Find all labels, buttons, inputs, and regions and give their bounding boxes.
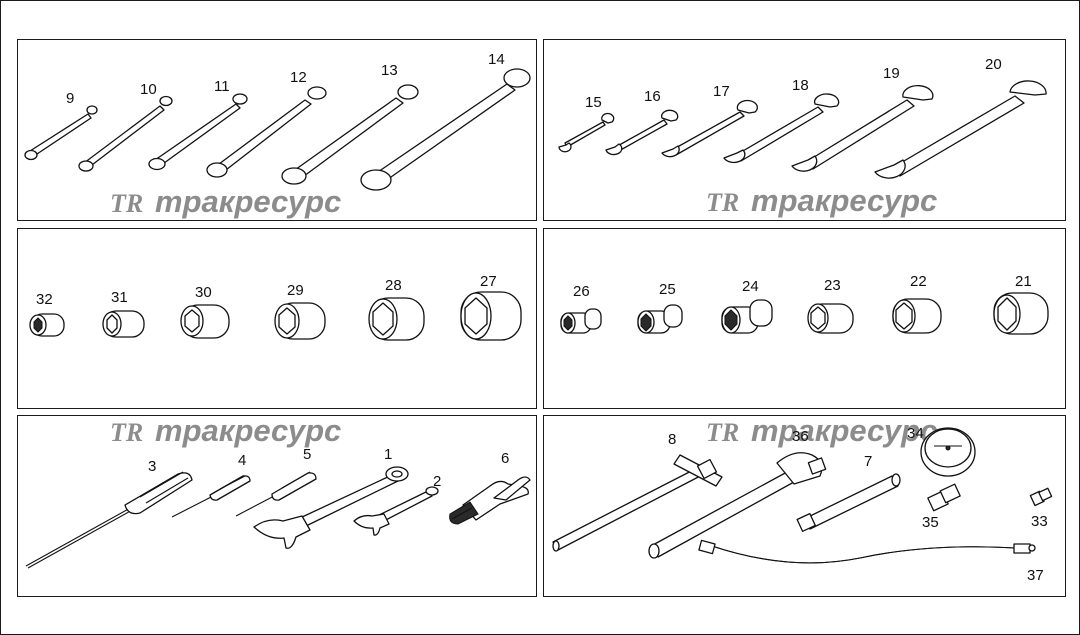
open-wrench-20: [874, 80, 1047, 179]
watermark-logo: TR: [706, 418, 739, 447]
label-4: 4: [238, 452, 246, 469]
socket-22: [892, 298, 942, 334]
label-17: 17: [713, 83, 730, 100]
label-27: 27: [480, 273, 497, 290]
ring-wrench-group: [24, 68, 531, 191]
label-24: 24: [742, 278, 759, 295]
screwdriver-3: [25, 471, 193, 569]
watermark-text: тракресурс: [751, 183, 937, 218]
screwdriver-4: [171, 475, 251, 518]
label-31: 31: [111, 289, 128, 306]
label-3: 3: [148, 458, 156, 475]
nipple-33: [1029, 487, 1053, 507]
label-15: 15: [585, 94, 602, 111]
watermark-logo: TR: [110, 418, 143, 447]
pliers-6: [449, 476, 531, 525]
socket-21: [993, 292, 1049, 335]
panel-hand-tools: [17, 415, 537, 597]
label-36: 36: [792, 428, 809, 445]
watermark-4: TR тракресурс: [706, 413, 937, 448]
watermark-text: тракресурс: [751, 413, 937, 448]
label-30: 30: [195, 284, 212, 301]
socket-27: [460, 291, 522, 341]
label-9: 9: [66, 90, 74, 107]
adjustable-wrench-1: [253, 466, 409, 549]
socket-24: [721, 299, 773, 334]
ring-wrench-14: [360, 68, 531, 191]
label-19: 19: [883, 65, 900, 82]
watermark-2: TR тракресурс: [706, 183, 937, 218]
ratchet-36: [648, 452, 827, 559]
open-wrench-17: [661, 99, 758, 158]
ring-wrench-13: [281, 84, 419, 185]
label-23: 23: [824, 277, 841, 294]
socket-26: [560, 308, 602, 334]
label-12: 12: [290, 69, 307, 86]
label-25: 25: [659, 281, 676, 298]
open-wrench-15: [558, 112, 615, 153]
label-29: 29: [287, 282, 304, 299]
watermark-1: TR тракресурс: [110, 184, 341, 219]
label-22: 22: [910, 273, 927, 290]
socket-28: [368, 297, 425, 341]
extension-7: [796, 473, 901, 532]
watermark-3: TR тракресурс: [110, 413, 341, 448]
ring-wrench-9: [24, 105, 98, 161]
label-10: 10: [140, 81, 157, 98]
adapter-35: [927, 483, 961, 512]
open-wrench-18: [723, 93, 840, 164]
label-16: 16: [644, 88, 661, 105]
label-11: 11: [214, 78, 230, 95]
label-13: 13: [381, 62, 398, 79]
label-28: 28: [385, 277, 402, 294]
label-26: 26: [573, 283, 590, 300]
label-32: 32: [36, 291, 53, 308]
socket-30: [180, 304, 230, 339]
label-21: 21: [1015, 273, 1032, 290]
adjustable-wrench-2: [353, 486, 439, 536]
t-handle-8: [552, 454, 723, 552]
ring-wrench-11: [148, 93, 248, 171]
socket-25: [637, 304, 683, 334]
label-2: 2: [433, 473, 441, 490]
ring-wrench-12: [206, 86, 327, 178]
watermark-text: тракресурс: [155, 413, 341, 448]
label-35: 35: [922, 514, 939, 531]
open-wrench-19: [791, 85, 934, 172]
label-34: 34: [907, 425, 924, 442]
label-7: 7: [864, 453, 872, 470]
screwdriver-5: [235, 471, 317, 517]
ring-wrench-10: [78, 95, 173, 172]
label-8: 8: [668, 431, 676, 448]
label-6: 6: [501, 450, 509, 467]
label-18: 18: [792, 77, 809, 94]
label-5: 5: [303, 446, 311, 463]
open-wrench-16: [605, 109, 679, 156]
watermark-logo: TR: [110, 189, 143, 218]
flexible-hose-37: [698, 539, 1036, 564]
label-14: 14: [488, 51, 505, 68]
socket-32: [29, 313, 65, 337]
label-1: 1: [384, 446, 392, 463]
panel-sockets-right: [543, 228, 1066, 409]
socket-29: [274, 302, 326, 340]
label-33: 33: [1031, 513, 1048, 530]
label-20: 20: [985, 56, 1002, 73]
watermark-logo: TR: [706, 188, 739, 217]
socket-31: [102, 310, 145, 338]
open-wrench-group: [558, 80, 1047, 179]
pressure-gauge-34: [920, 427, 976, 477]
socket-23: [807, 303, 854, 334]
label-37: 37: [1027, 567, 1044, 584]
watermark-text: тракресурс: [155, 184, 341, 219]
